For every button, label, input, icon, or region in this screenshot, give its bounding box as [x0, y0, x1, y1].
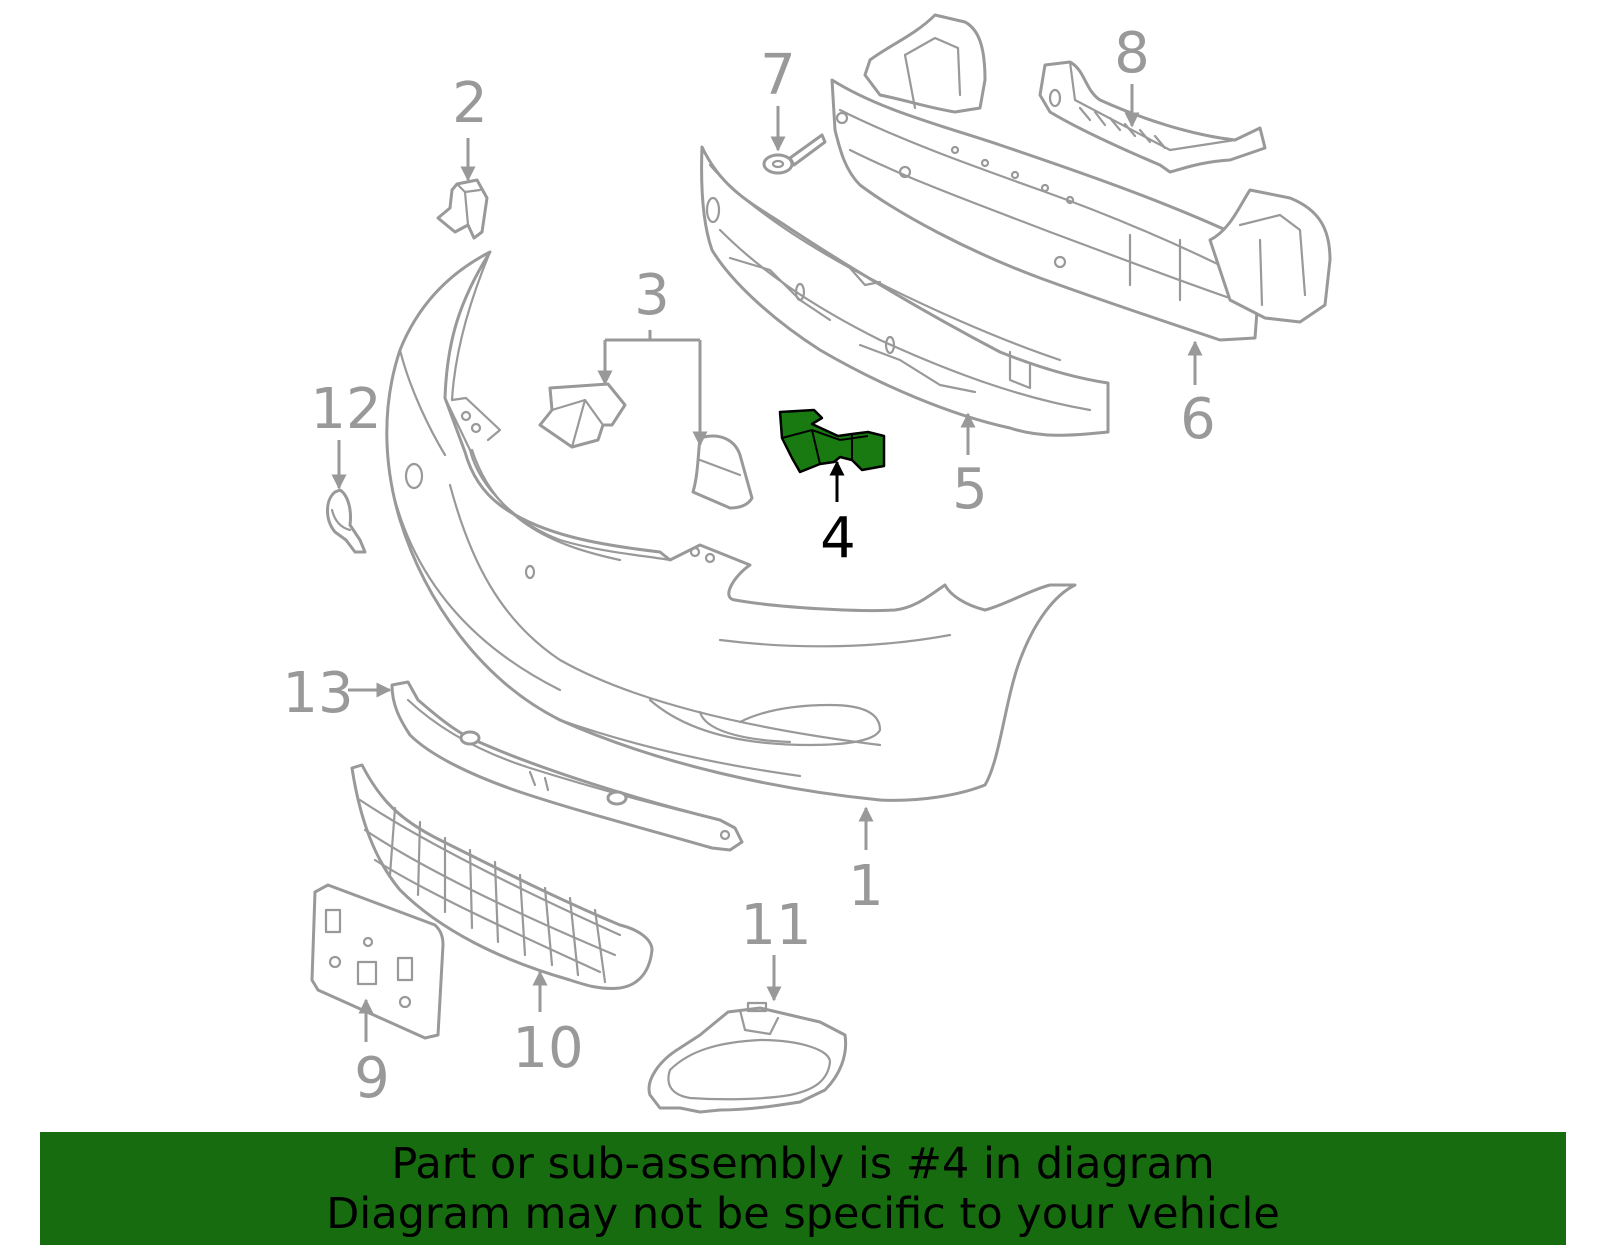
banner-line-2: Diagram may not be specific to your vehi… [326, 1188, 1280, 1239]
leader-3 [603, 330, 702, 440]
part-3-bracket-left[interactable] [538, 382, 627, 449]
callout-1[interactable]: 1 [848, 854, 884, 919]
callout-4[interactable]: 4 [820, 506, 856, 571]
callout-13[interactable]: 13 [282, 661, 353, 726]
callout-8[interactable]: 8 [1114, 21, 1150, 86]
callout-12[interactable]: 12 [310, 377, 381, 442]
part-10-lower-grille[interactable] [350, 763, 654, 990]
part-13-support-strip[interactable] [390, 680, 744, 852]
part-7-stud[interactable] [762, 133, 827, 175]
info-banner: Part or sub-assembly is #4 in diagram Di… [40, 1132, 1566, 1245]
part-4-bracket-highlighted[interactable] [778, 408, 886, 474]
part-2-bracket[interactable] [436, 178, 489, 240]
part-11-fog-lamp-bezel[interactable] [647, 1001, 848, 1114]
part-9-license-bracket[interactable] [310, 883, 445, 1040]
part-3-bracket-right[interactable] [691, 434, 754, 510]
part-8-bracket-bar[interactable] [1038, 60, 1267, 174]
part-12-tow-cover[interactable] [326, 488, 367, 554]
callout-11[interactable]: 11 [740, 893, 811, 958]
part-5-energy-absorber[interactable] [700, 145, 1110, 437]
callout-7[interactable]: 7 [760, 43, 796, 108]
callout-2[interactable]: 2 [452, 71, 488, 136]
callouts: 1 2 3 4 5 6 7 8 9 10 11 12 13 [282, 21, 1215, 1111]
leader-lines [331, 84, 1203, 1042]
part-1-bumper-cover[interactable] [385, 250, 1077, 802]
callout-3[interactable]: 3 [634, 263, 670, 328]
banner-line-1: Part or sub-assembly is #4 in diagram [391, 1138, 1215, 1189]
part-6-reinforcement-bar[interactable] [830, 13, 1332, 342]
callout-6[interactable]: 6 [1180, 387, 1216, 452]
callout-10[interactable]: 10 [512, 1016, 583, 1081]
callout-5[interactable]: 5 [952, 457, 988, 522]
callout-9[interactable]: 9 [354, 1046, 390, 1111]
